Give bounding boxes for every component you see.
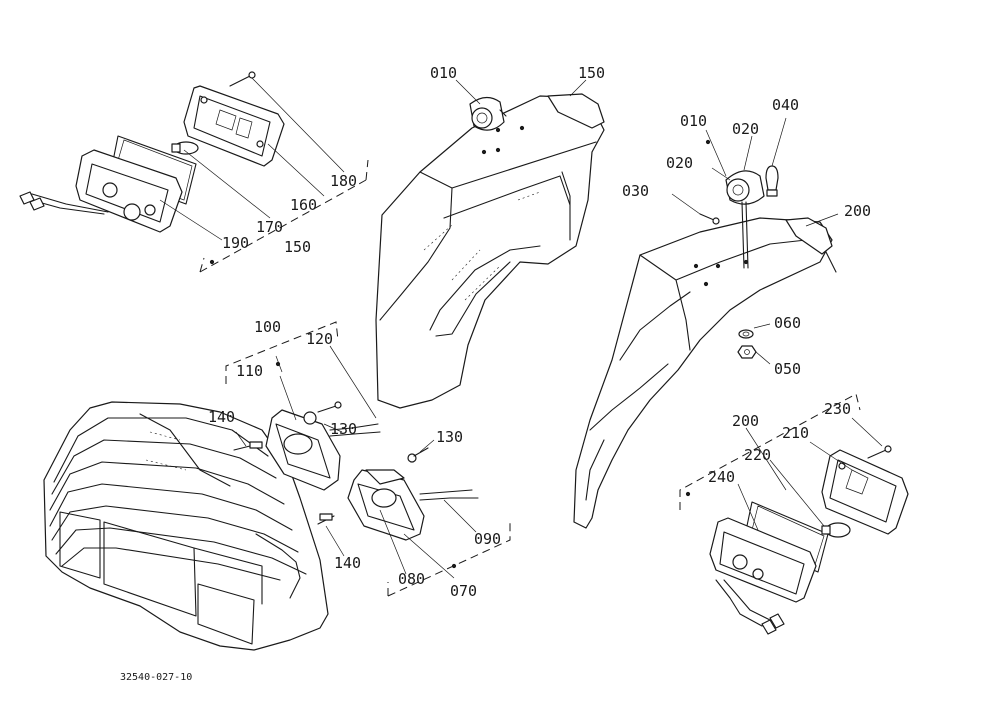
- left-fender: [375, 93, 605, 409]
- work-lamp-010-left: [469, 96, 507, 131]
- callout-090: 090: [474, 530, 501, 548]
- callout-240: 240: [708, 468, 735, 486]
- hood-grille: [43, 401, 329, 651]
- callout-050: 050: [774, 360, 801, 378]
- callout-170: 170: [256, 218, 283, 236]
- head-lamp-100: [225, 321, 381, 491]
- right-fender: [573, 217, 837, 529]
- callout-010: 010: [430, 64, 457, 82]
- callout-190: 190: [222, 234, 249, 252]
- drawing-reference-code: 32540-027-10: [120, 672, 192, 683]
- callout-060: 060: [774, 314, 801, 332]
- callout-100: 100: [254, 318, 281, 336]
- leader-dots: [209, 139, 711, 569]
- callout-210: 210: [782, 424, 809, 442]
- screw-030: [699, 213, 720, 225]
- head-lamp-070: [317, 447, 511, 597]
- callout-220: 220: [744, 446, 771, 464]
- callout-070: 070: [450, 582, 477, 600]
- callout-140: 140: [208, 408, 235, 426]
- callout-040: 040: [772, 96, 799, 114]
- callout-200: 200: [844, 202, 871, 220]
- callout-010: 010: [680, 112, 707, 130]
- callout-150: 150: [578, 64, 605, 82]
- callout-080: 080: [398, 570, 425, 588]
- callout-030: 030: [622, 182, 649, 200]
- callout-120: 120: [306, 330, 333, 348]
- callout-230: 230: [824, 400, 851, 418]
- bulb-040: [765, 165, 779, 197]
- callout-020: 020: [732, 120, 759, 138]
- callout-130: 130: [330, 420, 357, 438]
- callout-140: 140: [334, 554, 361, 572]
- nut-050-washer-060: [737, 329, 757, 359]
- tail-lamp-150-exploded: [19, 71, 369, 273]
- callout-labels: 010 150 180 160 170 190 150 010 020 040 …: [208, 64, 871, 600]
- callout-130: 130: [436, 428, 463, 446]
- callout-200: 200: [732, 412, 759, 430]
- work-lamp-010-right: [725, 170, 765, 269]
- callout-180: 180: [330, 172, 357, 190]
- callout-020: 020: [666, 154, 693, 172]
- callout-110: 110: [236, 362, 263, 380]
- leader-lines: [159, 77, 883, 579]
- tail-lamp-200-exploded: [679, 393, 909, 635]
- callout-150: 150: [284, 238, 311, 256]
- callout-160: 160: [290, 196, 317, 214]
